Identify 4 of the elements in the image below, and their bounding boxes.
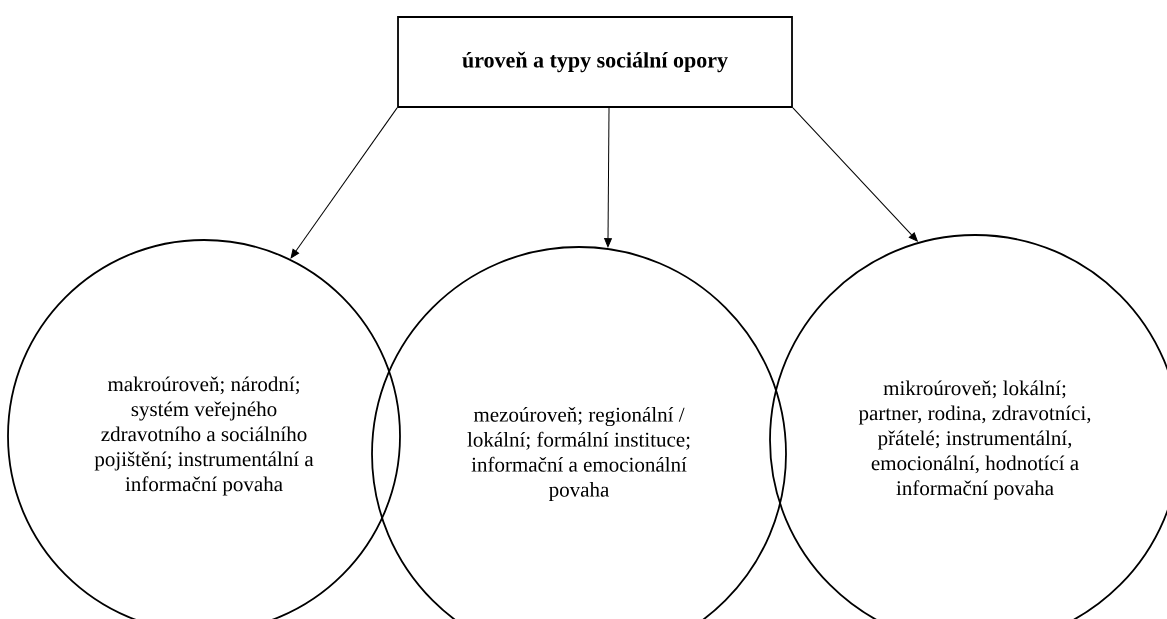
arrow bbox=[604, 107, 612, 248]
arrow bbox=[290, 107, 398, 259]
title-box: úroveň a typy sociální opory bbox=[397, 16, 793, 108]
arrow bbox=[792, 107, 918, 242]
